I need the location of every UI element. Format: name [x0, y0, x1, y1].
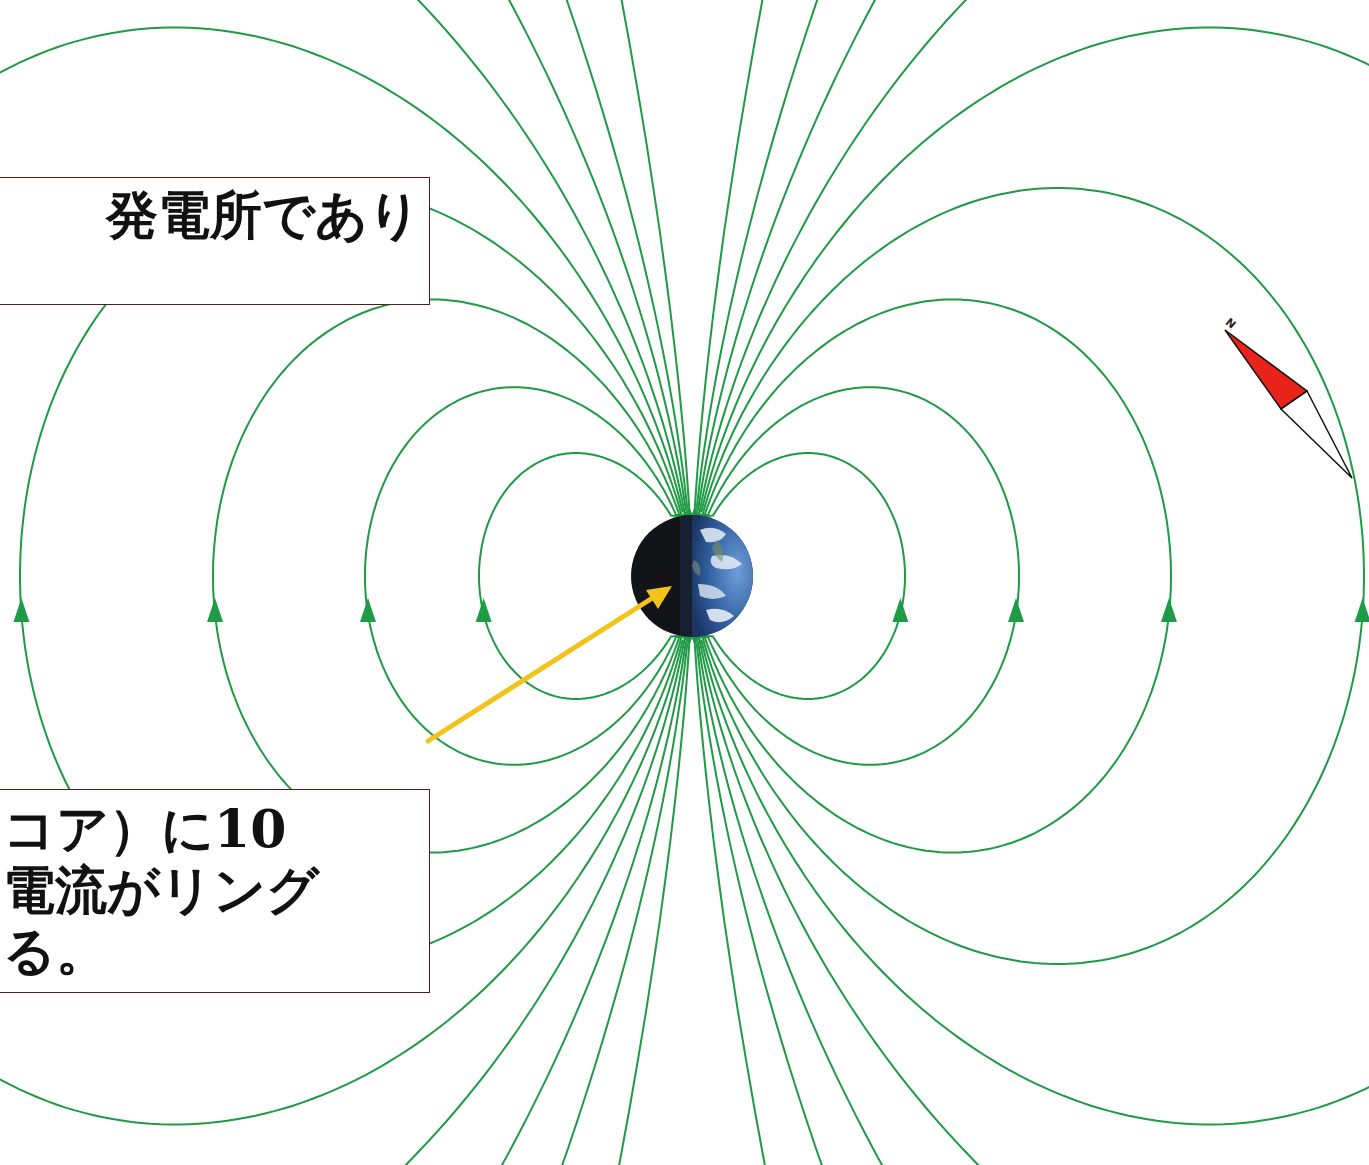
callout-text: コア）に10 電流がリング る。	[3, 798, 403, 981]
field-line	[692, 0, 1369, 1165]
field-line	[692, 300, 1171, 853]
earth-globe	[631, 510, 762, 645]
field-arrowhead	[207, 598, 223, 622]
field-line	[0, 0, 692, 1165]
field-line	[0, 0, 692, 1165]
compass-needle	[1225, 330, 1352, 478]
field-arrowhead	[476, 598, 492, 622]
field-arrowhead	[892, 598, 908, 622]
field-line	[0, 28, 692, 1125]
field-line	[0, 0, 692, 1165]
text-callout-box: 発電所であり	[0, 177, 430, 305]
field-arrowhead	[360, 598, 376, 622]
callout-text: 発電所であり	[7, 184, 421, 245]
field-line	[692, 0, 1369, 1165]
text-callout-box: コア）に10 電流がリング る。	[0, 789, 430, 993]
field-arrowhead	[1008, 598, 1024, 622]
field-arrowhead	[13, 598, 29, 622]
field-line	[692, 28, 1369, 1125]
compass-north-mark: N	[1224, 316, 1238, 330]
field-arrowhead	[1161, 598, 1177, 622]
field-line	[692, 188, 1364, 964]
field-line	[692, 0, 1369, 1165]
field-line	[692, 387, 1019, 765]
field-line	[213, 300, 692, 853]
field-line	[692, 453, 905, 699]
field-line	[0, 0, 692, 1165]
field-arrowhead	[1355, 598, 1369, 622]
yellow-pointer-arrow	[428, 586, 672, 741]
